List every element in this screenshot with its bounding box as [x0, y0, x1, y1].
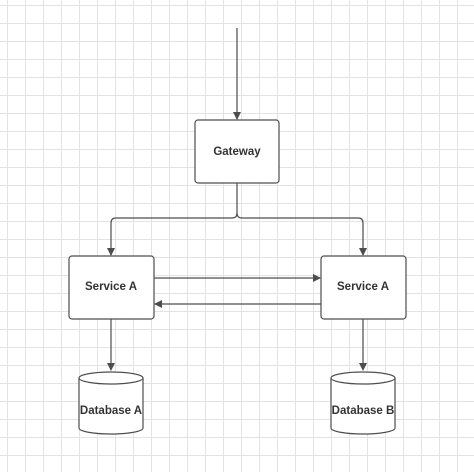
service-a-left-label: Service A	[85, 281, 137, 293]
gateway-node[interactable]: Gateway	[194, 119, 280, 184]
service-a-right-label: Service A	[337, 281, 389, 293]
database-b-label: Database B	[332, 405, 395, 417]
gateway-label: Gateway	[213, 146, 261, 158]
edge-gateway-to-service-a-right	[236, 212, 367, 256]
database-a-node[interactable]: Database A	[78, 371, 144, 435]
service-a-right-node[interactable]: Service A	[320, 255, 407, 320]
edge-gateway-to-service-a-left	[107, 183, 238, 256]
database-b-node[interactable]: Database B	[330, 371, 396, 435]
service-a-left-node[interactable]: Service A	[68, 255, 155, 320]
database-a-label: Database A	[80, 405, 142, 417]
